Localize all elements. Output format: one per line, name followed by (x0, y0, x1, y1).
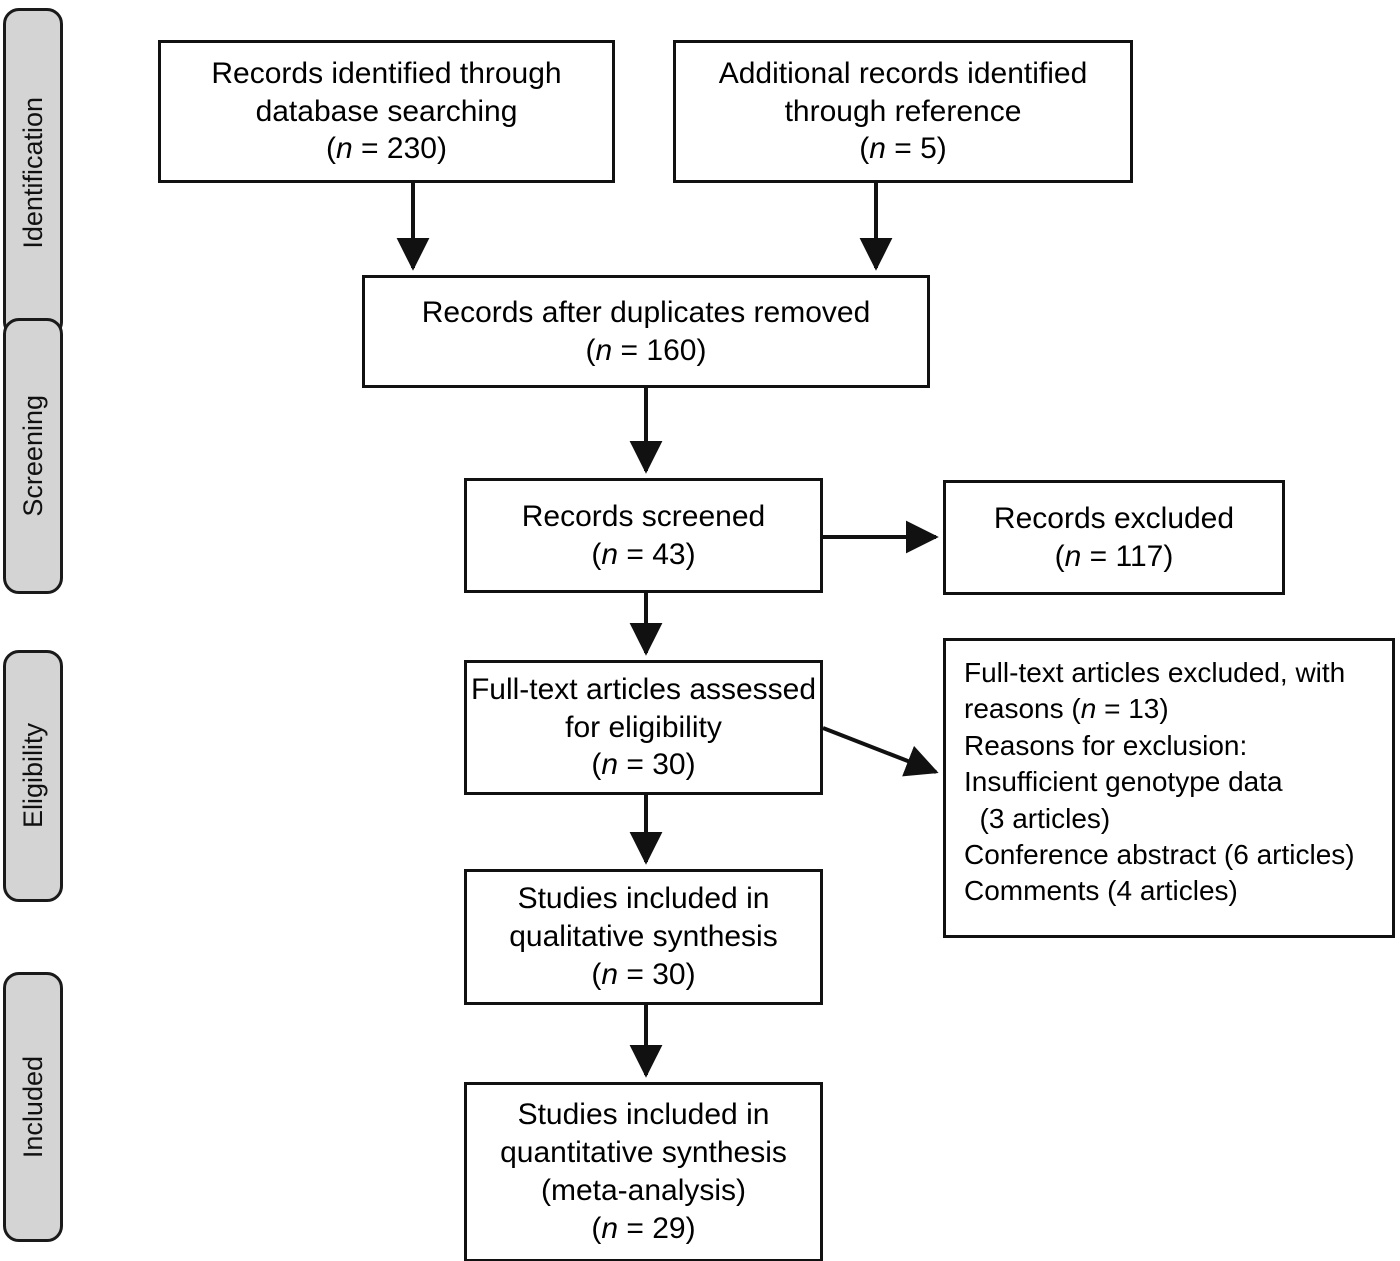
box-count: (n = 29) (591, 1211, 696, 1245)
box-line: for eligibility (565, 710, 722, 744)
box-count: (n = 160) (585, 333, 707, 367)
box-count: (n = 30) (591, 748, 696, 782)
box-count: (n = 230) (326, 132, 447, 166)
box-count: (n = 117) (1054, 539, 1174, 573)
box-line: Full-text articles assessed (470, 672, 817, 706)
box-additional-records-reference: Additional records identified through re… (673, 40, 1133, 183)
box-line: through reference (784, 94, 1022, 128)
box-count: (n = 30) (591, 957, 696, 991)
box-line: (meta-analysis) (540, 1174, 747, 1207)
arrow-fulltext-to-excluded (822, 726, 939, 777)
box-line: qualitative synthesis (509, 920, 778, 954)
box-fulltext-articles-assessed: Full-text articles assessed for eligibil… (464, 660, 823, 795)
box-records-excluded: Records excluded (n = 117) (943, 480, 1285, 595)
stage-tab-identification-label: Identification (17, 97, 48, 249)
stage-tab-screening-label: Screening (17, 395, 48, 517)
box-line: database searching (255, 94, 518, 128)
stage-tab-screening: Screening (3, 318, 63, 594)
box-line: Reasons for exclusion: (964, 729, 1248, 761)
box-line: Conference abstract (6 articles) (964, 838, 1355, 870)
stage-tab-identification: Identification (3, 8, 63, 338)
box-line: Insufficient genotype data (964, 766, 1283, 798)
box-line: Records screened (521, 499, 766, 533)
box-line: Studies included in (517, 1098, 770, 1132)
box-line: quantitative synthesis (500, 1136, 787, 1170)
box-records-identified-database: Records identified through database sear… (158, 40, 615, 183)
box-line: Full-text articles excluded, with (964, 657, 1346, 688)
box-records-screened: Records screened (n = 43) (464, 478, 823, 593)
box-line: Records after duplicates removed (421, 295, 871, 329)
box-line: Records excluded (993, 501, 1235, 535)
box-count: (n = 43) (591, 537, 696, 571)
stage-tab-included: Included (3, 972, 63, 1242)
stage-tab-included-label: Included (17, 1055, 48, 1159)
box-line: Studies included in (517, 882, 770, 916)
box-line: Records identified through (211, 56, 562, 90)
box-line: Additional records identified (718, 56, 1088, 90)
box-records-after-duplicates-removed: Records after duplicates removed (n = 16… (362, 275, 930, 388)
box-studies-qualitative-synthesis: Studies included in qualitative synthesi… (464, 869, 823, 1005)
box-line: Comments (4 articles) (964, 875, 1238, 907)
box-count: (n = 5) (859, 132, 947, 166)
stage-tab-eligibility: Eligibility (3, 650, 63, 902)
stage-tab-eligibility-label: Eligibility (17, 723, 48, 829)
box-line-count: reasons (n = 13) (964, 693, 1169, 725)
box-fulltext-articles-excluded-reasons: Full-text articles excluded, with reason… (943, 638, 1395, 938)
box-line: (3 articles) (964, 802, 1111, 834)
box-studies-quantitative-synthesis: Studies included in quantitative synthes… (464, 1082, 823, 1261)
